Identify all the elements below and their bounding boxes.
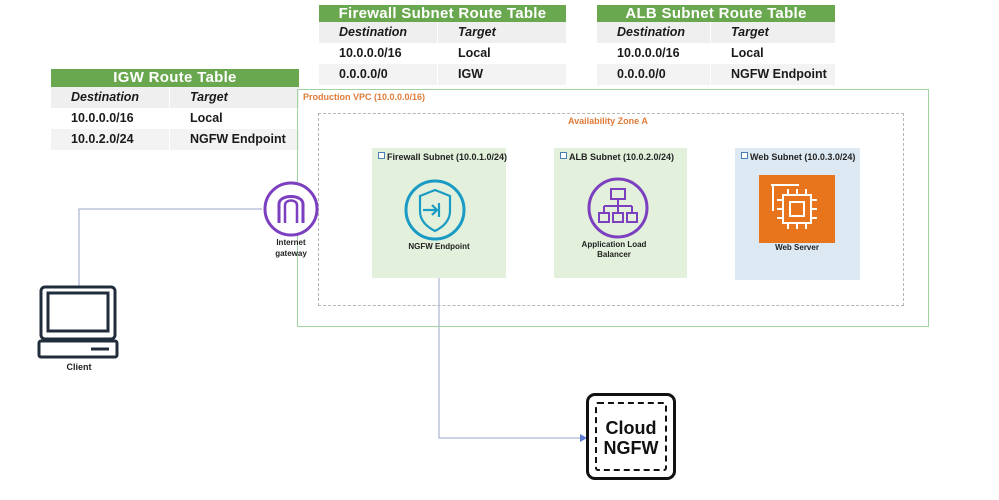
client-to-igw-line bbox=[78, 208, 262, 286]
availability-zone-box bbox=[318, 113, 904, 306]
firewall-route-table-title: Firewall Subnet Route Table bbox=[319, 5, 566, 22]
cloud-ngfw-box[interactable]: Cloud NGFW bbox=[586, 393, 676, 480]
column-header-destination: Destination bbox=[339, 25, 408, 39]
firewall-route-table: Firewall Subnet Route Table Destination … bbox=[319, 5, 566, 85]
column-header-destination: Destination bbox=[71, 90, 140, 104]
table-header-row: Destination Target bbox=[319, 22, 566, 43]
internet-gateway-icon[interactable] bbox=[262, 180, 320, 238]
az-label: Availability Zone A bbox=[568, 116, 648, 126]
table-row: 0.0.0.0/0 IGW bbox=[319, 64, 566, 85]
cloud-ngfw-inner-border bbox=[595, 402, 667, 471]
column-header-target: Target bbox=[169, 87, 299, 108]
destination-cell: 10.0.0.0/16 bbox=[617, 46, 680, 60]
destination-cell: 0.0.0.0/0 bbox=[339, 67, 388, 81]
table-row: 10.0.0.0/16 Local bbox=[51, 108, 299, 129]
web-server-caption: Web Server bbox=[775, 243, 819, 252]
vpc-label: Production VPC (10.0.0.0/16) bbox=[303, 92, 426, 102]
destination-cell: 10.0.2.0/24 bbox=[71, 132, 134, 146]
igw-route-table: IGW Route Table Destination Target 10.0.… bbox=[51, 69, 299, 150]
client-computer-icon[interactable] bbox=[37, 285, 119, 361]
alb-subnet-title: ALB Subnet (10.0.2.0/24) bbox=[560, 152, 674, 162]
ngfw-endpoint-caption: NGFW Endpoint bbox=[408, 242, 470, 251]
table-row: 10.0.0.0/16 Local bbox=[319, 43, 566, 64]
target-cell: Local bbox=[710, 43, 835, 64]
destination-cell: 10.0.0.0/16 bbox=[339, 46, 402, 60]
target-cell: Local bbox=[437, 43, 566, 64]
table-row: 10.0.0.0/16 Local bbox=[597, 43, 835, 64]
web-subnet-title: Web Subnet (10.0.3.0/24) bbox=[741, 152, 855, 162]
alb-caption-line2: Balancer bbox=[597, 250, 631, 259]
target-cell: NGFW Endpoint bbox=[710, 64, 835, 85]
alb-caption-line1: Application Load bbox=[581, 240, 647, 249]
destination-cell: 0.0.0.0/0 bbox=[617, 67, 666, 81]
table-row: 10.0.2.0/24 NGFW Endpoint bbox=[51, 129, 299, 150]
arrow-head-icon bbox=[580, 434, 587, 442]
firewall-subnet-title: Firewall Subnet (10.0.1.0/24) bbox=[378, 152, 507, 162]
column-header-destination: Destination bbox=[617, 25, 686, 39]
cloud-ngfw-text-line1: Cloud bbox=[605, 418, 657, 438]
target-cell: IGW bbox=[437, 64, 566, 85]
target-cell: Local bbox=[169, 108, 299, 129]
client-caption: Client bbox=[66, 362, 92, 372]
table-row: 0.0.0.0/0 NGFW Endpoint bbox=[597, 64, 835, 85]
alb-route-table-title: ALB Subnet Route Table bbox=[597, 5, 835, 22]
table-header-row: Destination Target bbox=[597, 22, 835, 43]
endpoint-to-cloud-ngfw-line bbox=[438, 278, 580, 439]
igw-route-table-title: IGW Route Table bbox=[51, 69, 299, 87]
destination-cell: 10.0.0.0/16 bbox=[71, 111, 134, 125]
column-header-target: Target bbox=[710, 22, 835, 43]
load-balancer-icon[interactable] bbox=[586, 176, 650, 240]
column-header-target: Target bbox=[437, 22, 566, 43]
table-header-row: Destination Target bbox=[51, 87, 299, 108]
web-server-ec2-icon[interactable] bbox=[759, 175, 835, 243]
target-cell: NGFW Endpoint bbox=[169, 129, 299, 150]
cloud-ngfw-text-line2: NGFW bbox=[603, 438, 659, 458]
ngfw-endpoint-icon[interactable] bbox=[403, 178, 467, 242]
alb-route-table: ALB Subnet Route Table Destination Targe… bbox=[597, 5, 835, 85]
igw-caption-line2: gateway bbox=[275, 249, 307, 258]
igw-caption-line1: Internet bbox=[276, 238, 306, 247]
